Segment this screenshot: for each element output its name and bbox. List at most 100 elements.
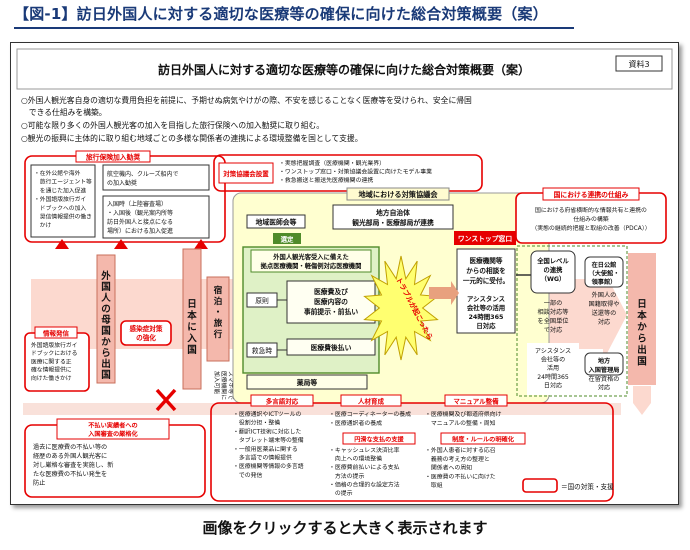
- committee-title-box: [218, 162, 274, 184]
- arrow-to-onestop: [429, 281, 459, 305]
- insurance-item-1: [30, 164, 96, 238]
- payment-support-body: 向上への環境整備: [329, 455, 382, 463]
- diagram-title: 訪日外国人に対する適切な医療等の確保に向けた総合対策概要（案）: [158, 62, 530, 77]
- assist2-body: 活用: [547, 364, 559, 372]
- payment-support-body: ・医療費前払いによる支払: [329, 463, 400, 471]
- selection-box: [273, 233, 301, 244]
- multilingual-body: 多言語での情報提供: [233, 454, 292, 462]
- manual-title-box: [444, 394, 508, 407]
- unpaid-body: たな医療費の不払い発生を: [33, 470, 107, 478]
- rules-body: 取組: [425, 481, 443, 489]
- hr-title-box: [340, 394, 402, 407]
- rules-body: ・医療費の不払いに向けた: [425, 472, 496, 480]
- unpaid-title: 不払い実績者への: [88, 422, 138, 430]
- travel-insurance-title-box: [75, 150, 151, 163]
- trouble-starburst: [363, 255, 439, 361]
- manual-body: ・医療機関及び都道府県向け: [425, 410, 502, 418]
- intro-line: ○観光の振興に主体的に取り組む地域ごとの多様な関係者の連携による環境整備を国とし…: [21, 133, 363, 143]
- insurance-item-1-text: ・在外公館や海外: [34, 169, 81, 177]
- national-title: 国における連携の仕組み: [554, 190, 629, 199]
- assistance-body: 24時間365: [468, 312, 503, 321]
- base-hospital-title: 拠点医療機関・軽傷例対応医療機関: [260, 261, 362, 270]
- wg-body: 相談対応等: [538, 308, 569, 316]
- national-body: 仕組みの構築: [573, 215, 608, 223]
- wg-box: [530, 250, 576, 294]
- insurance-item-2-text: 航空機内、クルーズ船内で: [107, 170, 179, 178]
- unpaid-body: 経歴のある外国人観光客に: [33, 452, 107, 460]
- wg-text: （WG）: [541, 275, 566, 283]
- payment-support-body: の提示: [329, 489, 353, 497]
- entry-japan-column: [182, 248, 202, 390]
- immigration-body: 在留資格の: [589, 375, 620, 383]
- insurance-item-3-text: 入国時（上陸審査場）: [107, 200, 167, 208]
- multilingual-title-box: [250, 394, 314, 407]
- infection-title: の強化: [136, 333, 156, 342]
- diagram-image[interactable]: 訪日外国人に対する適切な医療等の確保に向けた総合対策概要（案）資料3○外国人観光…: [10, 42, 679, 505]
- selection-label: 選定: [281, 235, 294, 244]
- regional-title-box: [346, 187, 450, 201]
- info-body: 確な情報提供に: [31, 366, 72, 374]
- down-arrow-3: [194, 239, 208, 249]
- assist2-body: 日対応: [544, 381, 562, 389]
- info-title-box: [34, 326, 78, 339]
- payment-box: [286, 338, 376, 356]
- embassy-body: 外国人の: [592, 291, 617, 299]
- hr-body: ・医療通訳者の養成: [329, 419, 382, 427]
- smartphone-label: 医療機関に: [220, 371, 228, 400]
- insurance-item-3-text: ・入国後（観光案内所等: [107, 209, 173, 217]
- intro-line: できる仕組みを構築。: [21, 107, 107, 117]
- wg-text: 全国レベル: [536, 256, 569, 265]
- infection-box: [120, 320, 172, 346]
- insurance-item-1-text: ・外国語版旅行ガイ: [34, 195, 86, 203]
- medical-assoc: 地域医師会等: [256, 218, 297, 227]
- embassy-body: 送還等の: [592, 309, 617, 317]
- entry-japan-label: 日本に入国: [186, 299, 197, 356]
- enlarge-caption[interactable]: 画像をクリックすると大きく表示されます: [202, 519, 488, 537]
- exit-band: [628, 253, 656, 385]
- exit-arrow-head: [633, 386, 651, 415]
- estimate-box: [286, 280, 376, 324]
- doc-label-box: [615, 55, 663, 72]
- national-body: 国における府省横断的な情報共有と連携の: [535, 206, 647, 214]
- doc-label: 資料3: [628, 59, 649, 69]
- title-box: [16, 48, 673, 90]
- diagram-canvas: 訪日外国人に対する適切な医療等の確保に向けた総合対策概要（案）資料3○外国人観光…: [16, 48, 673, 502]
- insurance-item-2: [102, 164, 210, 191]
- travel-insurance-title: 旅行保険加入勧奨: [86, 153, 141, 162]
- unpaid-title-box: [56, 418, 170, 440]
- wg-body: で対応: [544, 326, 563, 334]
- immigration-box: [584, 352, 624, 376]
- pharmacy-box: [246, 374, 368, 390]
- onestop-body: 医療機関等: [470, 256, 503, 265]
- estimate-text: 医療内容の: [314, 297, 348, 306]
- payment-support-body: ・キャッシュレス決済比率: [329, 446, 400, 454]
- regional-title: 地域における対策協議会: [358, 190, 438, 199]
- bottom-measures-box: [210, 402, 614, 502]
- rules-body: 関係者への周知: [425, 464, 472, 472]
- onestop-body: からの相談を: [466, 266, 506, 275]
- payment-support-title-box: [342, 432, 416, 445]
- base-hospital-title-box: [250, 249, 372, 273]
- embassy-title: （大使館・: [589, 270, 620, 278]
- onestop-title: ワンストップ窓口: [458, 234, 512, 243]
- national-body: （実態の継続的把握と取組の改善（PDCA））: [531, 224, 650, 232]
- committee-item: ・実態把握調査（医療機関・観光業界）: [279, 159, 385, 167]
- local-gov: 観光部局・医療部局が連携: [352, 218, 434, 227]
- multilingual-body: ・医療機関等情報の多言語: [233, 462, 304, 470]
- embassy-body: 国籍取得や: [589, 300, 620, 308]
- manual-body: マニュアルの整備・周知: [425, 419, 496, 427]
- immigration-title: 地方: [598, 357, 610, 365]
- info-body: 向けた働きかけ: [31, 374, 72, 382]
- intro-line: ○可能な限り多くの外国人観光客の加入を目指した旅行保険への加入勧奨に取り組む。: [21, 120, 324, 130]
- insurance-item-3-text: 場所）における加入促進: [107, 227, 173, 235]
- multilingual-body: ・翻訳ICT技術に対応した: [233, 427, 301, 435]
- smartphone-label: スマホ等で: [227, 371, 235, 400]
- info-title: 情報発信: [43, 329, 70, 338]
- rules-body: 義務の考え方の整理と: [425, 455, 490, 463]
- departure-home-column: [96, 254, 116, 384]
- multilingual-spacer: [233, 449, 315, 459]
- multilingual-body: ・一般用医薬品に関する: [233, 445, 298, 453]
- insurance-item-1-text: ドブックへの加入: [34, 204, 86, 212]
- national-title-box: [542, 187, 640, 201]
- assistance-body: 日対応: [476, 321, 496, 330]
